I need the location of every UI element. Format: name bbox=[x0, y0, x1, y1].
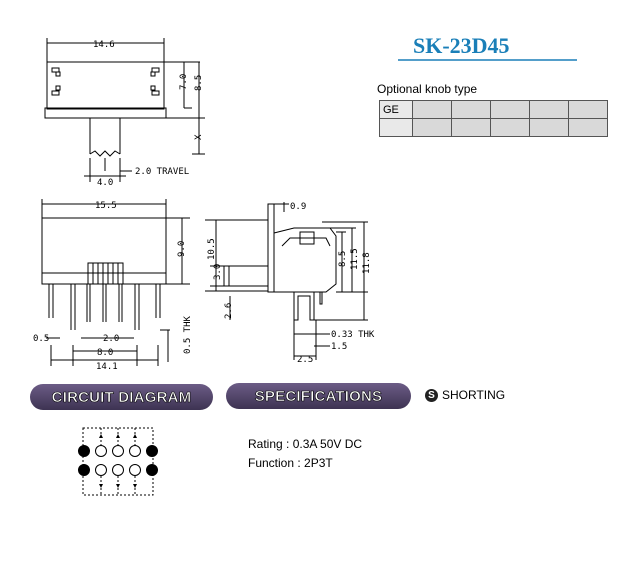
knob-cell bbox=[568, 100, 608, 119]
knob-cell bbox=[379, 118, 413, 137]
knob-type-table: GE bbox=[379, 100, 608, 137]
side-view bbox=[205, 202, 368, 360]
terminal-open bbox=[129, 464, 141, 476]
shorting-label: SHORTING bbox=[442, 388, 506, 402]
dim-side-85: 8.5 bbox=[338, 251, 348, 267]
dim-side-26: 2.6 bbox=[224, 303, 234, 319]
dim-side-118: 11.8 bbox=[362, 252, 372, 274]
shorting-icon: S bbox=[425, 388, 438, 402]
dim-pin-pitch: 2.0 bbox=[103, 334, 119, 344]
knob-caption: Optional knob type bbox=[377, 82, 478, 96]
dim-side-25: 2.5 bbox=[297, 355, 313, 365]
terminal-filled bbox=[78, 445, 90, 457]
dim-base-width: 14.1 bbox=[96, 362, 118, 372]
terminal-open bbox=[95, 445, 107, 457]
specifications-label: SPECIFICATIONS bbox=[254, 387, 383, 405]
dim-knob-width: 4.0 bbox=[97, 178, 113, 188]
knob-cell bbox=[529, 118, 569, 137]
knob-cell bbox=[529, 100, 569, 119]
knob-cell bbox=[490, 118, 530, 137]
model-title: SK-23D45 bbox=[413, 33, 510, 58]
dim-height-85: 8.5 bbox=[194, 75, 204, 91]
specifications-heading: SPECIFICATIONS bbox=[226, 383, 411, 409]
dim-side-thk: 0.33 THK bbox=[331, 330, 375, 340]
knob-cell bbox=[451, 100, 491, 119]
knob-cell bbox=[412, 100, 452, 119]
dim-front-width: 15.5 bbox=[95, 201, 117, 211]
terminal-open bbox=[112, 464, 124, 476]
knob-cell bbox=[451, 118, 491, 137]
dim-travel: 2.0 TRAVEL bbox=[135, 167, 189, 177]
knob-cell bbox=[412, 118, 452, 137]
dim-front-height: 9.0 bbox=[177, 241, 187, 257]
shorting-legend: S SHORTING bbox=[425, 388, 505, 402]
dim-pin-span: 8.0 bbox=[97, 348, 113, 358]
circuit-diagram bbox=[78, 427, 158, 496]
dim-height-7: 7.0 bbox=[179, 74, 189, 90]
terminal-open bbox=[129, 445, 141, 457]
knob-row: GE bbox=[379, 100, 608, 119]
circuit-diagram-label: CIRCUIT DIAGRAM bbox=[51, 388, 192, 406]
terminal-filled bbox=[146, 445, 158, 457]
terminal-filled bbox=[78, 464, 90, 476]
dim-x: X bbox=[194, 134, 204, 140]
knob-cell bbox=[568, 118, 608, 137]
dim-front-thk: 0.5 THK bbox=[183, 315, 193, 354]
front-view bbox=[41, 199, 190, 366]
circuit-diagram-heading: CIRCUIT DIAGRAM bbox=[30, 384, 213, 410]
dim-side-15: 1.5 bbox=[331, 342, 347, 352]
dim-side-115: 11.5 bbox=[350, 248, 360, 270]
knob-row bbox=[379, 118, 608, 137]
dim-side-09: 0.9 bbox=[290, 202, 306, 212]
knob-cell: GE bbox=[379, 100, 413, 119]
terminal-filled bbox=[146, 464, 158, 476]
terminal-open bbox=[95, 464, 107, 476]
knob-cell bbox=[490, 100, 530, 119]
spec-function: Function : 2P3T bbox=[248, 456, 333, 470]
dim-pin-left: 0.5 bbox=[33, 334, 49, 344]
spec-rating: Rating : 0.3A 50V DC bbox=[248, 437, 363, 451]
dim-top-width: 14.6 bbox=[93, 40, 115, 50]
dim-side-105: 10.5 bbox=[207, 238, 217, 260]
top-view bbox=[44, 38, 205, 182]
terminal-open bbox=[112, 445, 124, 457]
dim-side-30: 3.0 bbox=[213, 264, 223, 280]
